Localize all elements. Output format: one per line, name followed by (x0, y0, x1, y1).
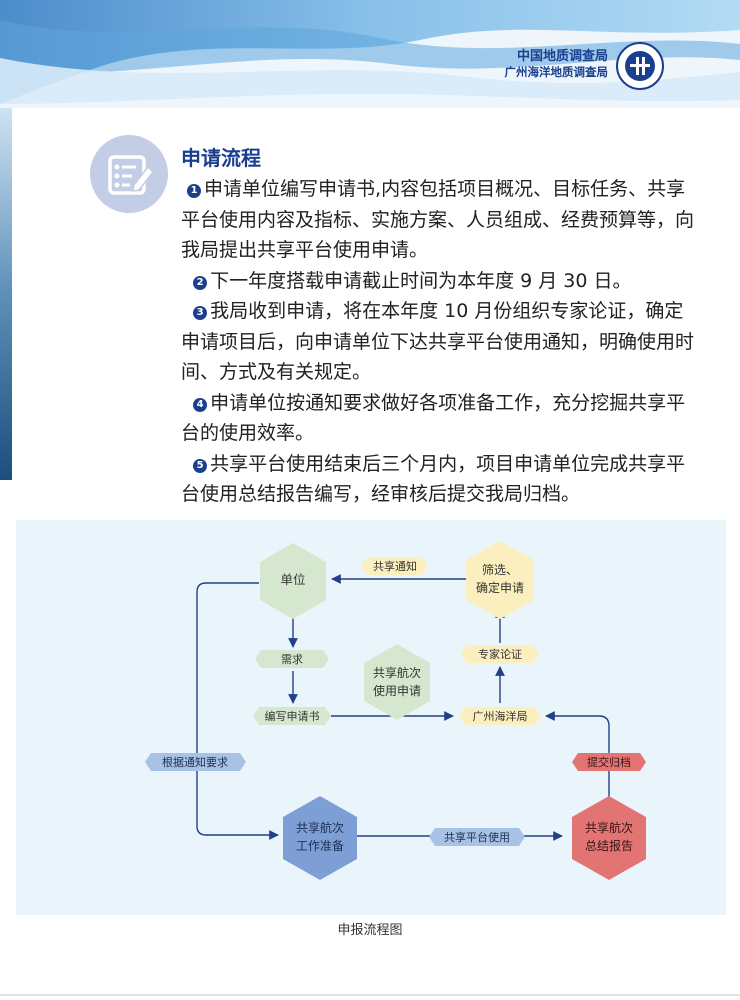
label-guangzhou-bureau-text: 广州海洋局 (473, 709, 528, 723)
label-write-application: 编写申请书 (253, 707, 331, 725)
label-guangzhou-bureau: 广州海洋局 (459, 707, 541, 725)
step-number: 5 (193, 458, 208, 473)
section-title: 申请流程 (181, 146, 261, 170)
step-text: 我局收到申请，将在本年度 10 月份组织专家论证，确定申请项目后，向申请单位下达… (181, 300, 695, 383)
node-report-line2: 总结报告 (585, 838, 633, 853)
side-sea-strip (0, 108, 12, 480)
label-submit-archive: 提交归档 (572, 753, 646, 771)
node-unit-label: 单位 (280, 572, 305, 587)
label-write-application-text: 编写申请书 (265, 709, 320, 723)
step-number: 2 (193, 275, 208, 290)
node-apply-line2: 使用申请 (373, 683, 421, 698)
label-platform-use: 共享平台使用 (429, 828, 525, 846)
step-number: 4 (193, 397, 208, 412)
step-text: 下一年度搭载申请截止时间为本年度 9 月 30 日。 (210, 269, 632, 292)
bureau-seal-logo (616, 42, 664, 90)
node-unit: 单位 (260, 543, 326, 619)
label-notice-text: 共享通知 (373, 559, 417, 573)
node-screen-line2: 确定申请 (476, 580, 524, 595)
node-screen-confirm: 筛选、 确定申请 (466, 541, 534, 619)
node-cruise-prep: 共享航次 工作准备 (283, 796, 357, 880)
node-apply-line1: 共享航次 (373, 665, 421, 680)
org-name-line1: 中国地质调查局 (516, 49, 608, 64)
edit-form-icon (108, 155, 154, 195)
diagram-caption: 申报流程图 (337, 923, 403, 938)
section-icon-circle (90, 135, 168, 213)
label-per-notice-text: 根据通知要求 (162, 755, 228, 769)
label-notice: 共享通知 (361, 557, 428, 575)
step-text: 申请单位编写申请书,内容包括项目概况、目标任务、共享平台使用内容及指标、实施方案… (181, 178, 695, 261)
flow-connectors (196, 574, 610, 841)
node-screen-line1: 筛选、 (482, 562, 518, 577)
label-expert-review-text: 专家论证 (478, 647, 522, 661)
label-platform-use-text: 共享平台使用 (444, 830, 510, 844)
step-text: 共享平台使用结束后三个月内，项目申请单位完成共享平台使用总结报告编写，经审核后提… (181, 452, 686, 506)
node-cruise-report: 共享航次 总结报告 (572, 796, 646, 880)
label-demand: 需求 (255, 650, 329, 668)
node-prep-line1: 共享航次 (296, 820, 344, 835)
step-text: 申请单位按通知要求做好各项准备工作，充分挖掘共享平台的使用效率。 (181, 391, 686, 445)
arrow-report-to-bureau (545, 711, 610, 797)
org-name: 中国地质调查局 广州海洋地质调查局 (505, 48, 609, 80)
step-number: 3 (193, 306, 208, 320)
page-bottom-divider (0, 994, 740, 996)
arrow-unit-to-prep (196, 582, 279, 840)
node-cruise-application: 共享航次 使用申请 (364, 644, 430, 720)
label-per-notice: 根据通知要求 (145, 753, 246, 771)
node-report-line1: 共享航次 (585, 820, 633, 835)
label-expert-review: 专家论证 (461, 645, 539, 663)
org-name-line2: 广州海洋地质调查局 (504, 65, 609, 79)
header-banner (0, 0, 740, 108)
application-flow-diagram: 单位 筛选、 确定申请 共享航次 使用申请 共享航次 工作准备 共享航次 总结报… (16, 520, 726, 915)
label-demand-text: 需求 (281, 653, 303, 666)
label-submit-archive-text: 提交归档 (587, 755, 631, 769)
step-number: 1 (187, 184, 202, 198)
node-prep-line2: 工作准备 (296, 839, 344, 853)
